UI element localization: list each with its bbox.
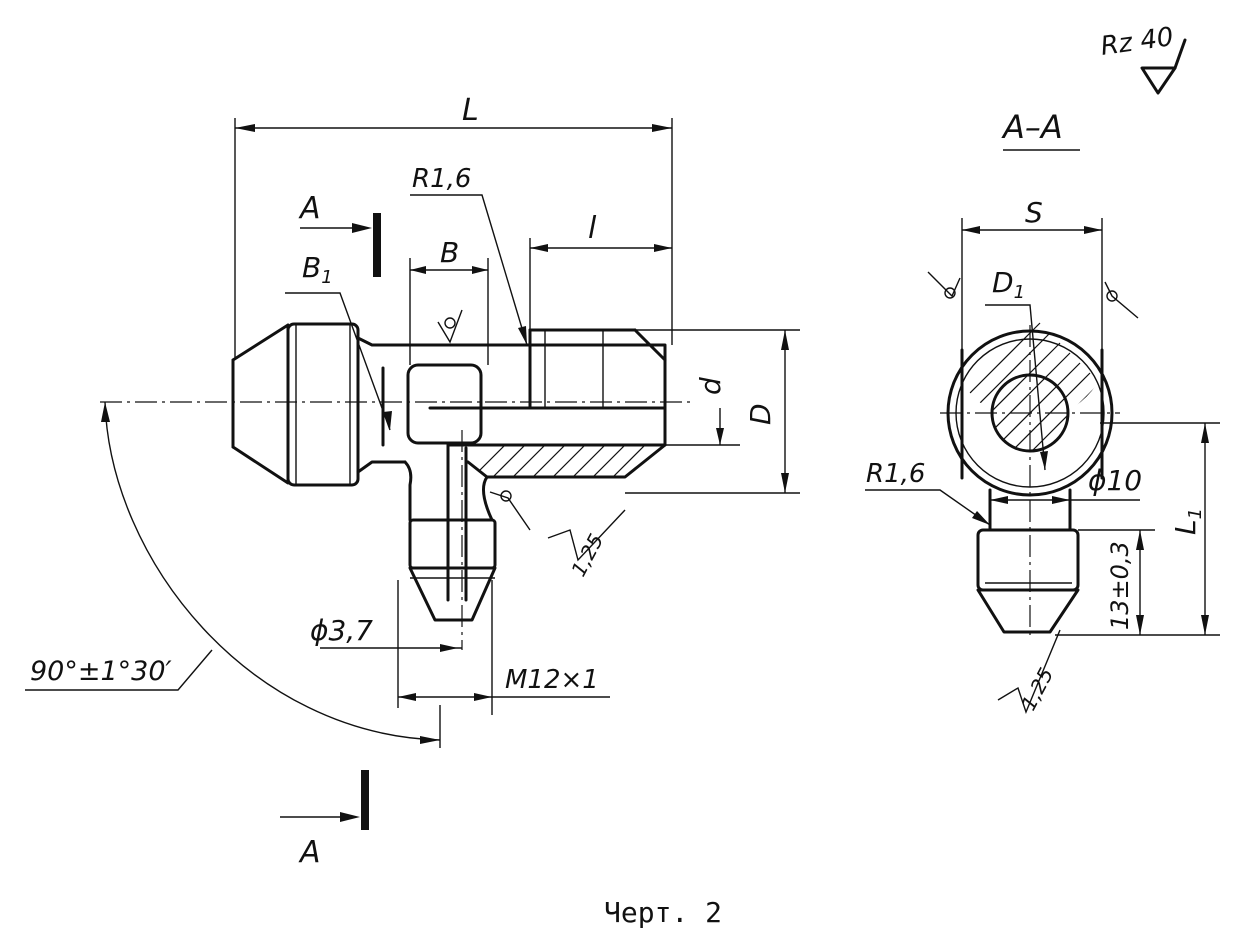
- hole-dia-label: ϕ3,7: [310, 614, 373, 647]
- dimension-l-label: l: [588, 211, 597, 246]
- roughness-flat-right-circle: [1106, 290, 1118, 302]
- roughness-symbol-branch: [489, 490, 531, 531]
- section-marker-bottom-label: А: [298, 835, 321, 870]
- roughness-symbol-top: [437, 309, 463, 344]
- roughness-rz40: Rz 40: [1099, 22, 1187, 95]
- main-view: L l В В1 R1,6: [25, 93, 800, 870]
- roughness-rz40-label: Rz 40: [1099, 22, 1176, 62]
- dimension-L1-label: L1: [1169, 508, 1206, 535]
- angle-label: 90°±1°30′: [30, 656, 172, 687]
- dimension-L: L: [234, 93, 673, 360]
- section-nipple: [976, 488, 1080, 634]
- roughness-1-25-section: 1,25: [997, 629, 1061, 715]
- dimension-D1: D1: [985, 266, 1048, 471]
- outer-D-label: D: [744, 403, 777, 425]
- dimension-neck-dia: ϕ10: [990, 464, 1142, 504]
- radius-leader: R1,6: [410, 164, 528, 346]
- dimension-L-label: L: [462, 93, 479, 128]
- roughness-flat-right: [1104, 281, 1139, 319]
- section-view: А–А Rz 40 S: [865, 22, 1220, 714]
- tolerance-label: 13±0,3: [1106, 541, 1134, 630]
- dimension-l: l: [529, 211, 672, 330]
- roughness-1-25-main: 1,25: [547, 509, 626, 580]
- section-marker-top: А: [298, 191, 381, 277]
- dimension-hole-dia: ϕ3,7: [310, 580, 462, 708]
- dimension-B-label: В: [440, 236, 459, 269]
- dimension-B1-label: В1: [302, 251, 333, 288]
- roughness-flat-left: [927, 271, 961, 298]
- bore-d-label: d: [694, 377, 727, 395]
- dimension-thread: M12×1: [398, 580, 610, 715]
- section-radius-label: R1,6: [866, 459, 925, 489]
- section-radius-leader: R1,6: [865, 459, 991, 526]
- dimension-B1: В1: [285, 251, 392, 440]
- section-title: А–А: [1001, 108, 1063, 146]
- thread-label: M12×1: [505, 665, 599, 695]
- dimension-D1-subscript: 1: [1014, 282, 1025, 303]
- section-marker-top-label: А: [298, 191, 321, 226]
- dimension-D1-label: D1: [992, 266, 1025, 303]
- dimension-L1-subscript: 1: [1185, 508, 1206, 519]
- tee-body-outline: [231, 322, 667, 622]
- dimension-tolerance: 13±0,3: [1078, 529, 1155, 635]
- neck-dia-label: ϕ10: [1088, 464, 1142, 497]
- radius-label: R1,6: [412, 164, 471, 194]
- section-marker-bottom: А: [280, 770, 369, 870]
- dimension-B1-subscript: 1: [321, 267, 332, 288]
- dimension-B: В: [409, 236, 489, 365]
- drawing-caption: Черт. 2: [604, 896, 722, 929]
- dimension-S-label: S: [1025, 196, 1043, 229]
- dimension-d-D: d D: [625, 329, 800, 494]
- roughness-flat-left-circle: [944, 287, 956, 299]
- angle-dimension: 90°±1°30′: [25, 401, 441, 748]
- dimension-L1: L1: [1055, 422, 1220, 636]
- roughness-1-25-section-label: 1,25: [1016, 664, 1058, 715]
